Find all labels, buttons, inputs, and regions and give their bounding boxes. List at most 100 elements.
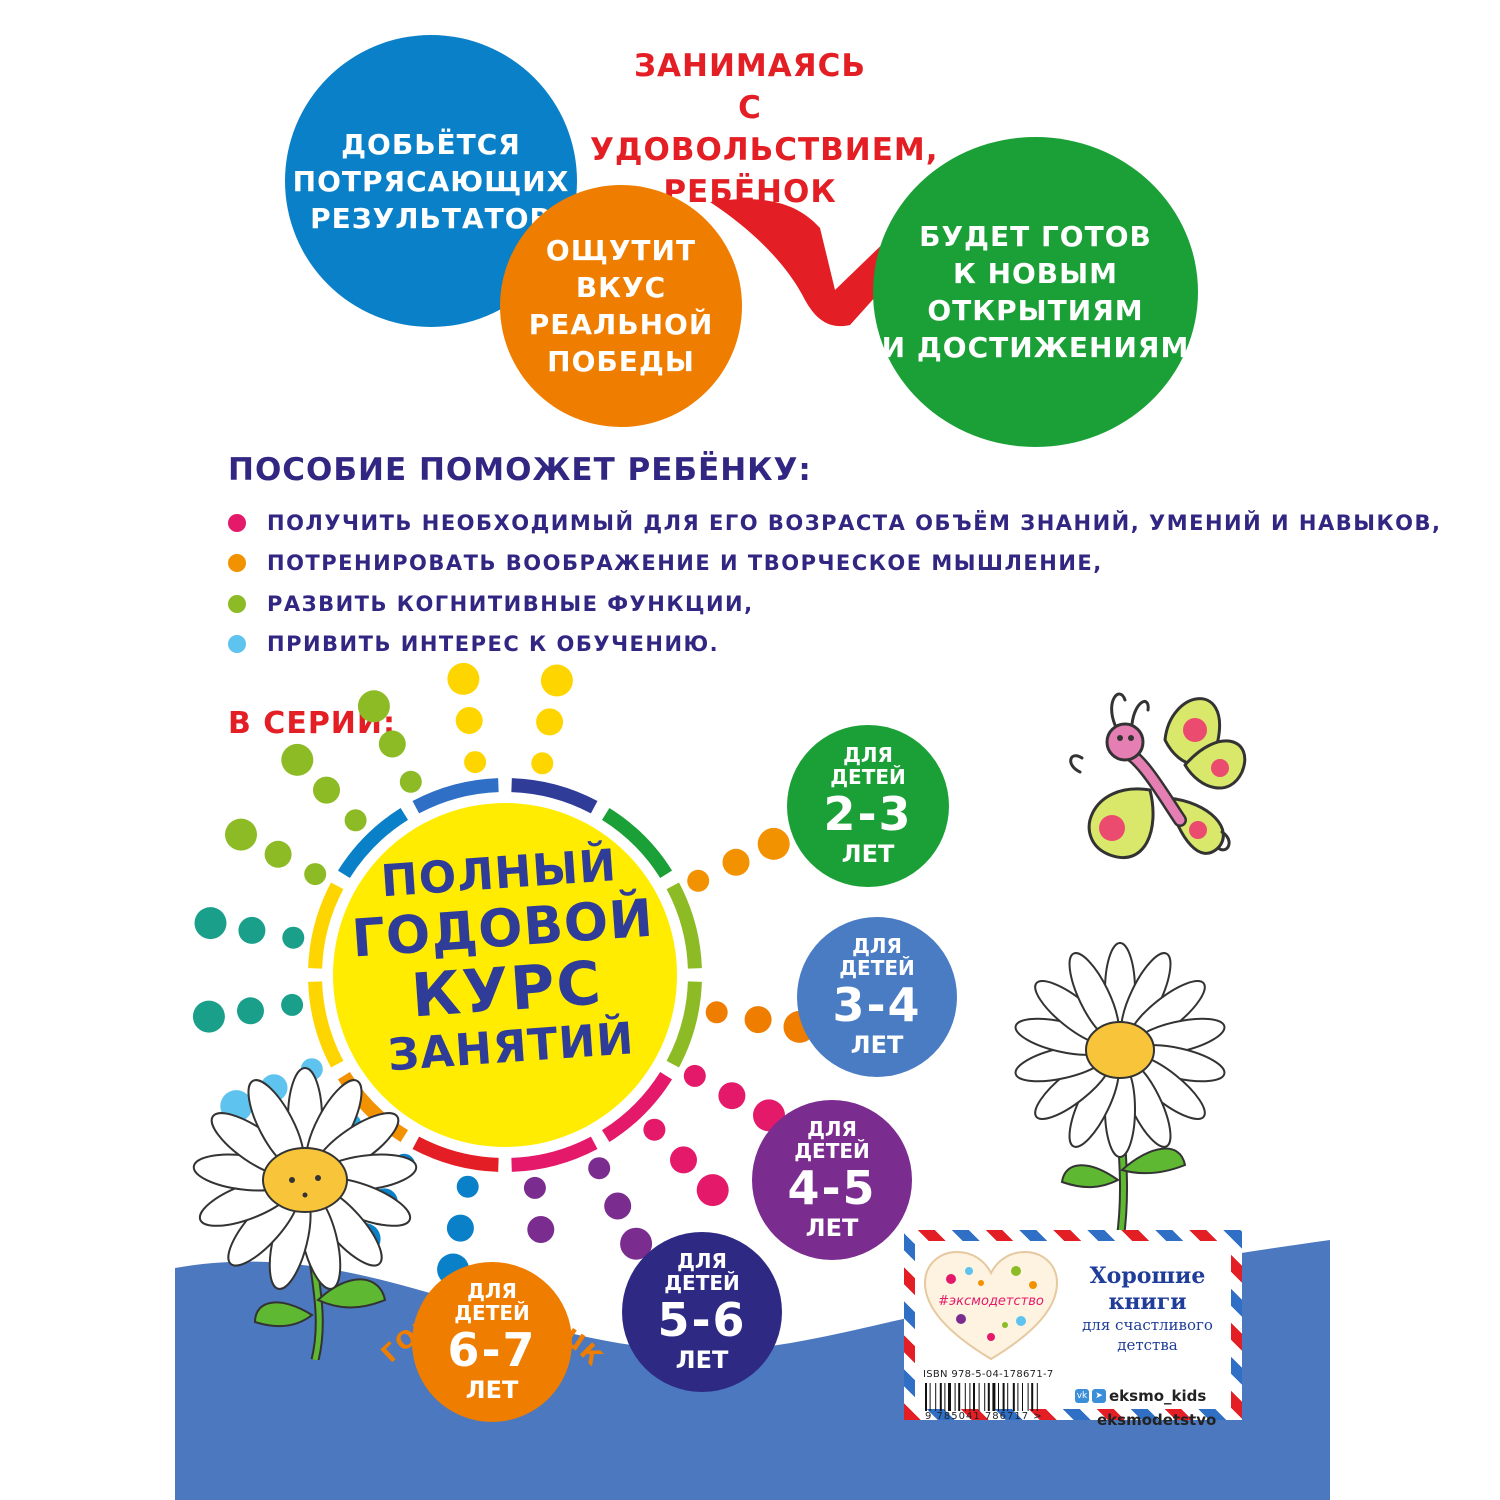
age-for: ДЛЯ — [852, 934, 902, 958]
heart-logo-icon: #эксмодетство — [923, 1250, 1059, 1361]
sunburst-dot — [192, 1000, 225, 1033]
ring-segment — [412, 1136, 499, 1172]
sunburst-dot — [237, 997, 264, 1025]
age-unit: ЛЕТ — [850, 1031, 904, 1059]
barcode-bar — [1007, 1383, 1009, 1411]
barcode-bar — [925, 1383, 927, 1411]
benefit-line: ОЩУТИТ — [545, 234, 697, 267]
sunburst-dot — [744, 1006, 772, 1034]
sunburst-dot — [722, 848, 750, 876]
social-row: vk ➤ eksmo_kids — [1075, 1387, 1206, 1405]
age-unit: ЛЕТ — [841, 840, 895, 868]
bullet-dot — [228, 595, 246, 613]
age-for: ДЛЯ — [677, 1249, 727, 1273]
barcode-bar — [958, 1383, 961, 1411]
sunburst-dot — [357, 690, 390, 723]
slogan: Хорошие книги для счастливого детства — [1065, 1263, 1230, 1355]
barcode-bar — [1036, 1383, 1038, 1411]
sunburst-dot — [540, 664, 573, 697]
age-circle-3-4: ДЛЯ ДЕТЕЙ 3-4 ЛЕТ — [797, 917, 957, 1077]
site-name: eksmodetstvo — [1097, 1411, 1217, 1429]
age-circle-5-6: ДЛЯ ДЕТЕЙ 5-6 ЛЕТ — [622, 1232, 782, 1392]
slogan-line: детства — [1117, 1336, 1178, 1354]
ring-segment — [601, 1071, 673, 1143]
sunburst-dot — [344, 809, 367, 832]
barcode-bar — [1012, 1383, 1015, 1411]
headline-line: С УДОВОЛЬСТВИЕМ, — [590, 90, 939, 168]
ring-segment — [666, 882, 702, 969]
help-item: РАЗВИТЬ КОГНИТИВНЫЕ ФУНКЦИИ, — [228, 589, 754, 619]
age-children: ДЕТЕЙ — [839, 956, 915, 980]
barcode-bar — [973, 1383, 975, 1411]
barcode-bar — [984, 1383, 986, 1411]
ring-segment — [308, 981, 344, 1068]
sunburst-dot — [670, 1146, 697, 1174]
help-item-text: ПРИВИТЬ ИНТЕРЕС К ОБУЧЕНИЮ. — [267, 632, 720, 656]
headline-line: ЗАНИМАЯСЬ — [634, 48, 866, 84]
help-item: ПОТРЕНИРОВАТЬ ВООБРАЖЕНИЕ И ТВОРЧЕСКОЕ М… — [228, 548, 1103, 578]
barcode-bar — [998, 1383, 999, 1411]
age-range: 6-7 — [447, 1323, 537, 1377]
barcode-bar — [1022, 1383, 1023, 1411]
benefit-line: БУДЕТ ГОТОВ — [919, 220, 1152, 253]
sunburst-dot — [687, 869, 710, 892]
sunburst-dot — [313, 776, 340, 804]
slogan-line: для счастливого — [1082, 1316, 1213, 1334]
barcode-bar — [1017, 1383, 1019, 1411]
sunburst-dot — [643, 1118, 666, 1141]
sunburst-dot — [238, 916, 266, 944]
benefit-line: ДОБЬЁТСЯ — [341, 127, 521, 161]
vk-icon: vk — [1075, 1389, 1089, 1403]
bullet-dot — [228, 635, 246, 653]
age-children: ДЕТЕЙ — [664, 1271, 740, 1295]
sunburst-dot — [523, 1176, 546, 1199]
barcode-bar — [964, 1383, 966, 1411]
sunburst-dot — [705, 1001, 728, 1024]
ring-segment — [601, 807, 673, 879]
barcode-bar — [1002, 1383, 1005, 1411]
age-circle-2-3: ДЛЯ ДЕТЕЙ 2-3 ЛЕТ — [787, 725, 949, 887]
checkmark-icon — [710, 145, 985, 327]
ring-segment — [511, 778, 598, 814]
age-range: 2-3 — [823, 787, 913, 841]
yellow-sun-circle — [333, 803, 677, 1147]
barcode-bar — [978, 1383, 980, 1411]
slogan-line: книги — [1108, 1289, 1187, 1315]
sunburst-dot — [281, 993, 304, 1016]
sunburst-dot — [456, 1175, 479, 1198]
sunburst-dot — [447, 662, 480, 695]
ring-segment — [308, 882, 344, 969]
sunburst-dot — [620, 1227, 653, 1260]
age-range: 3-4 — [832, 978, 922, 1032]
sunburst-dot — [282, 926, 305, 949]
daisy-left-icon — [192, 1067, 418, 1360]
sunburst-dot — [264, 840, 292, 868]
barcode-bar — [929, 1383, 931, 1411]
benefit-line: РЕЗУЛЬТАТОВ — [310, 201, 552, 235]
sunburst-dot — [399, 770, 422, 793]
benefit-line: ВКУС — [575, 271, 667, 304]
sunburst-dot — [304, 863, 327, 886]
barcode-bar — [987, 1383, 990, 1411]
age-unit: ЛЕТ — [465, 1376, 519, 1404]
ring-segment — [666, 981, 702, 1068]
butterfly-icon — [1069, 692, 1247, 859]
isbn-text: ISBN 978-5-04-178671-7 — [923, 1369, 1054, 1380]
benefit-circle-results: ДОБЬЁТСЯ ПОТРЯСАЮЩИХ РЕЗУЛЬТАТОВ — [285, 35, 577, 327]
help-item-text: РАЗВИТЬ КОГНИТИВНЫЕ ФУНКЦИИ, — [267, 592, 754, 616]
sunburst-dot — [281, 743, 314, 776]
age-children: ДЕТЕЙ — [794, 1139, 870, 1163]
age-for: ДЛЯ — [467, 1279, 517, 1303]
age-children: ДЕТЕЙ — [454, 1301, 530, 1325]
benefit-circle-victory: ОЩУТИТ ВКУС РЕАЛЬНОЙ ПОБЕДЫ — [500, 185, 742, 427]
benefit-line: ПОТРЯСАЮЩИХ — [292, 164, 570, 198]
publisher-card: #эксмодетство Хорошие книги для счастлив… — [904, 1230, 1242, 1429]
help-item: ПРИВИТЬ ИНТЕРЕС К ОБУЧЕНИЮ. — [228, 629, 719, 659]
ring-segment — [511, 1136, 598, 1172]
telegram-icon: ➤ — [1092, 1389, 1106, 1403]
ring-segment — [412, 778, 499, 814]
barcode-number: 9 785041 786717 > — [925, 1411, 1043, 1422]
sunburst-dot — [757, 827, 790, 860]
sunburst-dot — [225, 818, 257, 851]
age-range: 4-5 — [787, 1161, 877, 1215]
